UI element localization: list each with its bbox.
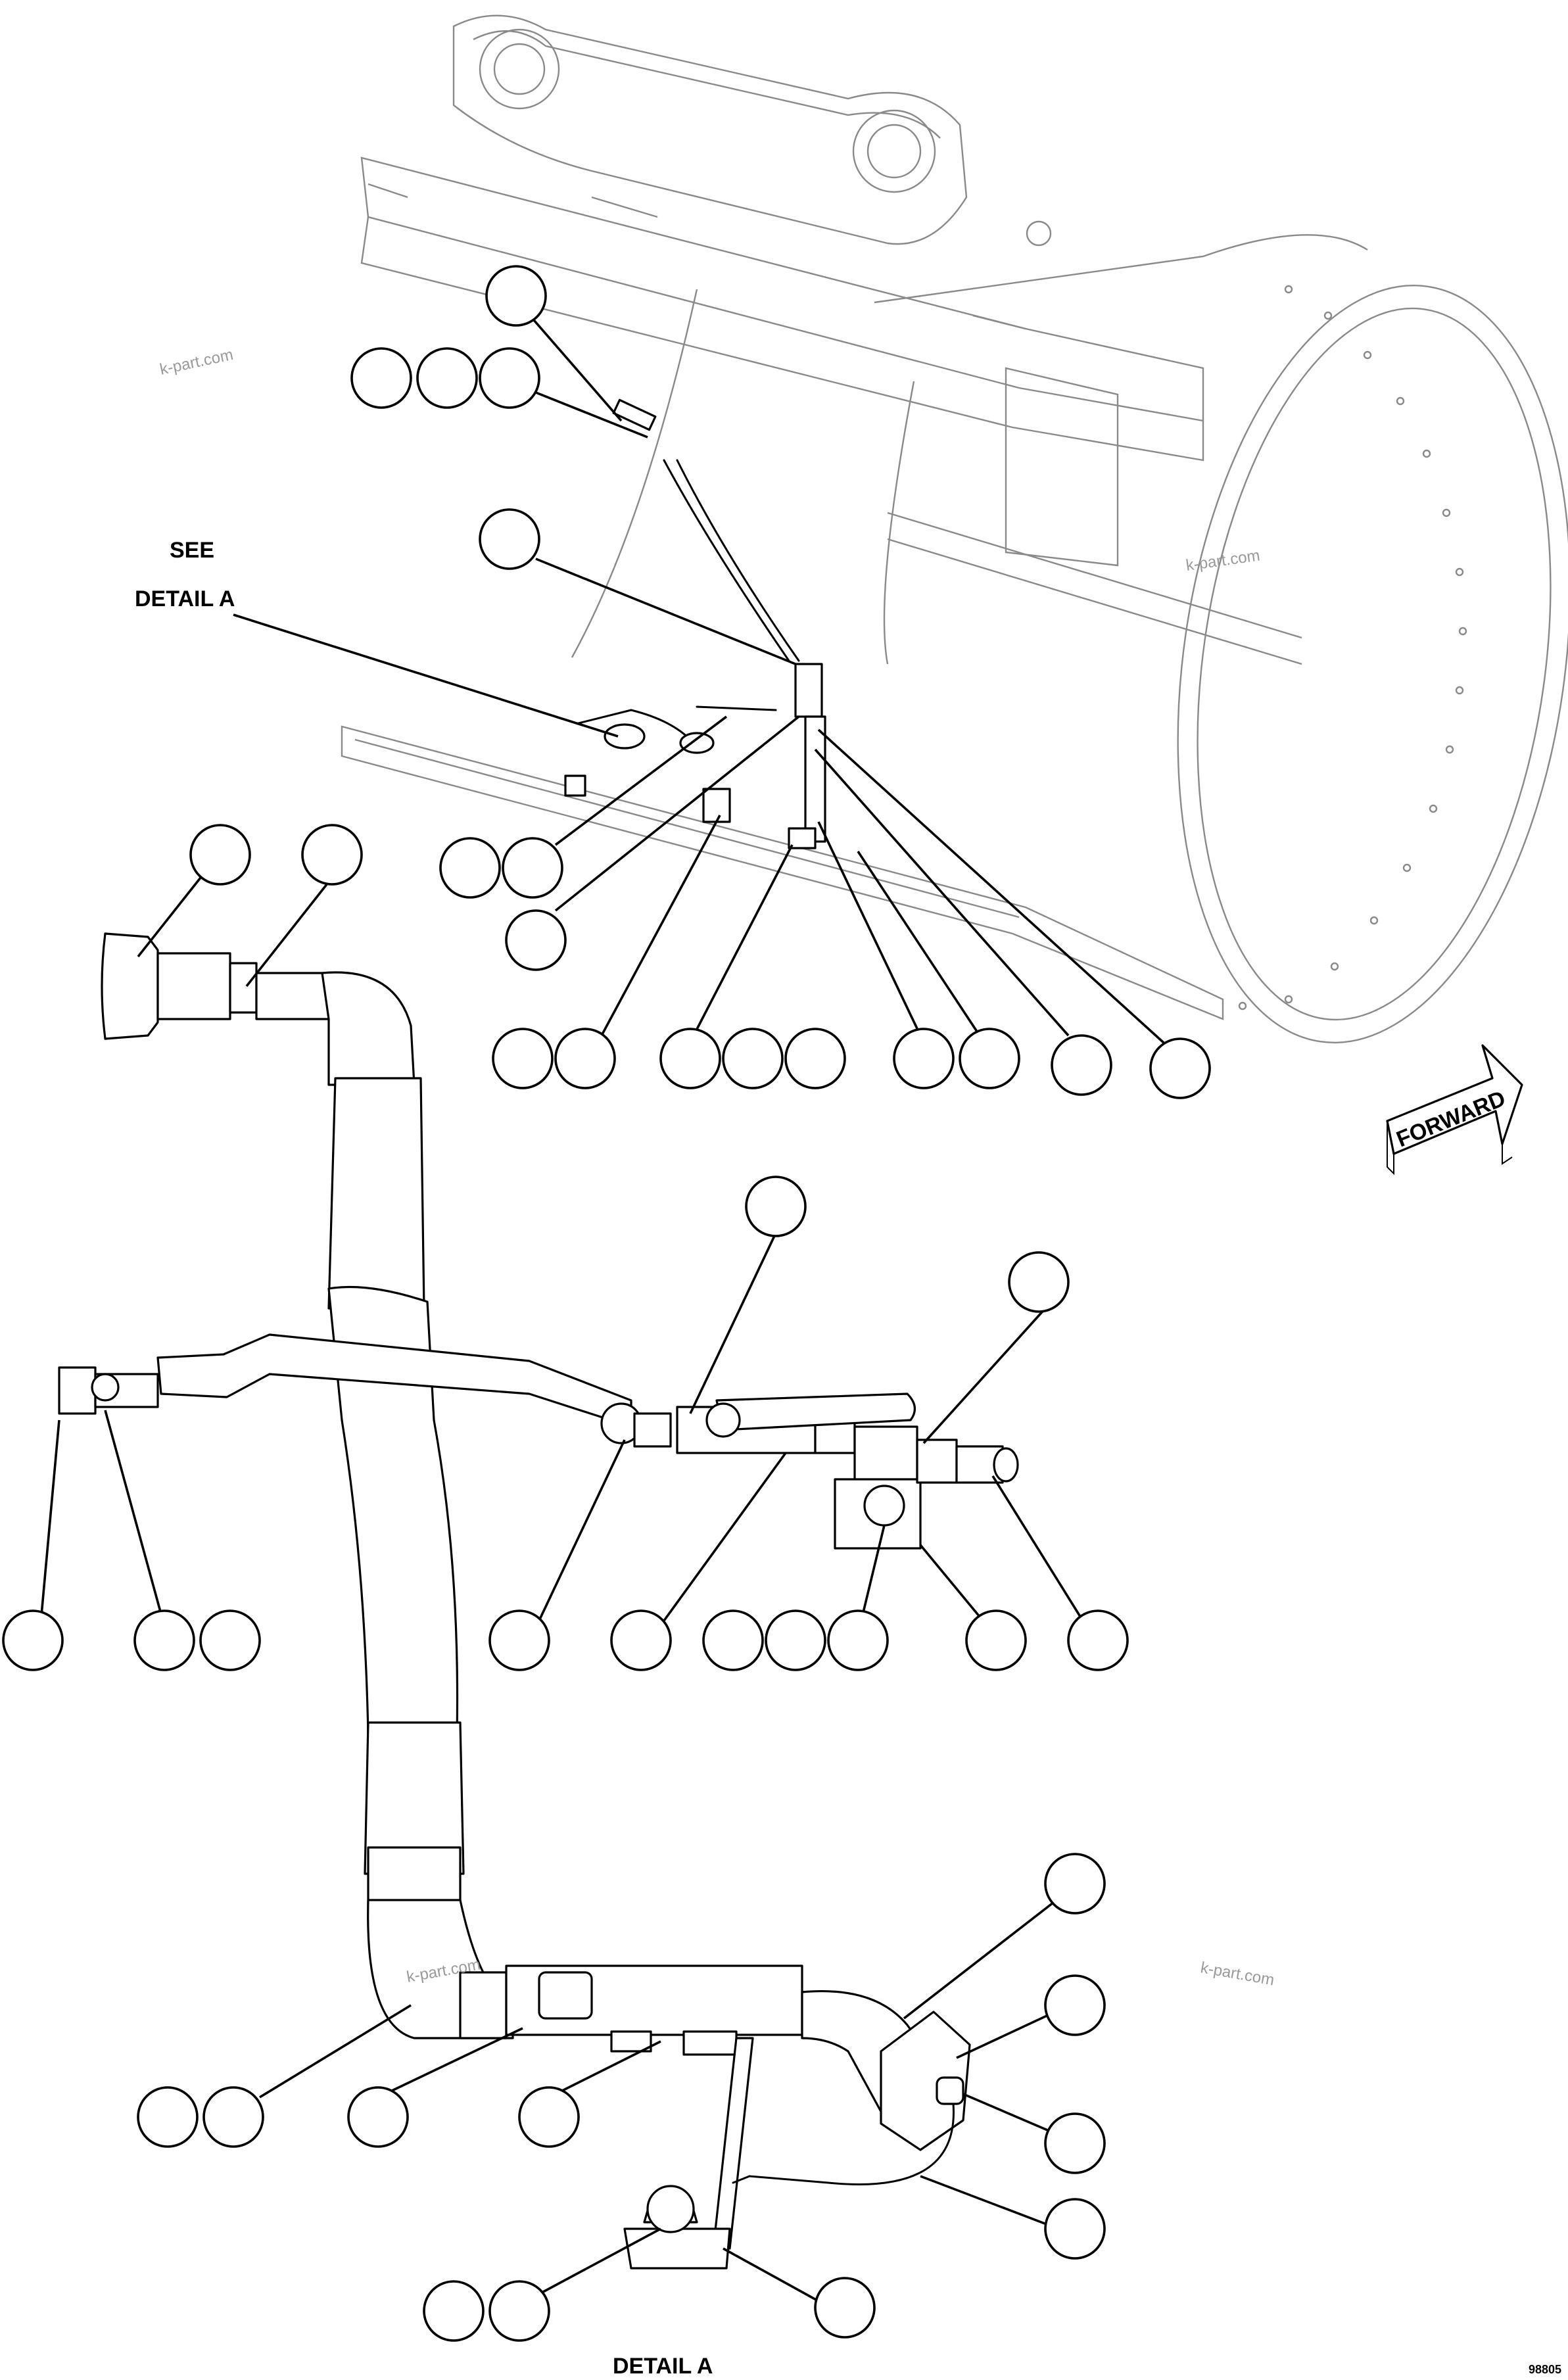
callout-bubble [479, 508, 540, 570]
callout-bubble [423, 2280, 485, 2342]
callout-bubble [1044, 1853, 1106, 1915]
callout-bubble [505, 909, 567, 971]
callout-bubble [488, 1609, 550, 1671]
watermark: k-part.com [1199, 1959, 1275, 1989]
callout-bubble [1008, 1251, 1070, 1313]
callout-bubble [350, 347, 412, 409]
callout-bubble [1067, 1609, 1129, 1671]
callout-bubble [745, 1176, 807, 1237]
callout-bubble [189, 824, 251, 886]
forward-arrow: FORWARD [1386, 1044, 1523, 1176]
upper-leaders [233, 295, 1172, 1050]
drum [341, 234, 1568, 1043]
callout-bubble [347, 2086, 409, 2148]
callout-bubble [488, 2280, 550, 2342]
drawing-code: 98805 [1529, 2363, 1561, 2376]
see-label: SEE [170, 538, 214, 563]
watermark: k-part.com [158, 346, 235, 379]
callout-bubble [502, 837, 563, 899]
callout-bubble [518, 2086, 580, 2148]
detail-a-assembly [58, 932, 1019, 2270]
callout-bubble [1051, 1034, 1112, 1096]
callout-bubble [959, 1028, 1020, 1089]
detail-a-title: DETAIL A [613, 2354, 713, 2379]
callout-bubble [479, 347, 540, 409]
callout-bubble [485, 265, 547, 327]
callout-bubble [1044, 1974, 1106, 2036]
callout-bubble [784, 1028, 846, 1089]
callout-bubble [722, 1028, 784, 1089]
see-detail-a-label: DETAIL A [135, 586, 235, 611]
callout-bubble [1149, 1037, 1211, 1099]
callout-bubble [133, 1609, 195, 1671]
callout-bubble [827, 1609, 889, 1671]
callout-bubble [1044, 2112, 1106, 2174]
drum-lube-assembly [564, 398, 826, 849]
callout-bubble [554, 1028, 616, 1089]
callout-bubble [439, 837, 501, 899]
callout-bubble [301, 824, 363, 886]
callout-bubble [2, 1609, 64, 1671]
callout-bubble [702, 1609, 764, 1671]
callout-bubble [610, 1609, 672, 1671]
upper-callouts [350, 265, 1211, 1099]
callout-bubble [137, 2086, 199, 2148]
boom-linkage [360, 14, 1204, 462]
callout-bubble [893, 1028, 955, 1089]
callout-bubble [965, 1609, 1027, 1671]
callout-bubble [765, 1609, 826, 1671]
callout-bubble [659, 1028, 721, 1089]
flange-bolt-holes [1238, 285, 1467, 1011]
lower-leaders [38, 876, 1086, 2302]
lower-callouts [2, 824, 1129, 2342]
callout-bubble [199, 1609, 261, 1671]
callout-bubble [1044, 2198, 1106, 2260]
callout-bubble [492, 1028, 554, 1089]
callout-bubble [202, 2086, 264, 2148]
callout-bubble [416, 347, 478, 409]
callout-bubble [814, 2277, 876, 2339]
